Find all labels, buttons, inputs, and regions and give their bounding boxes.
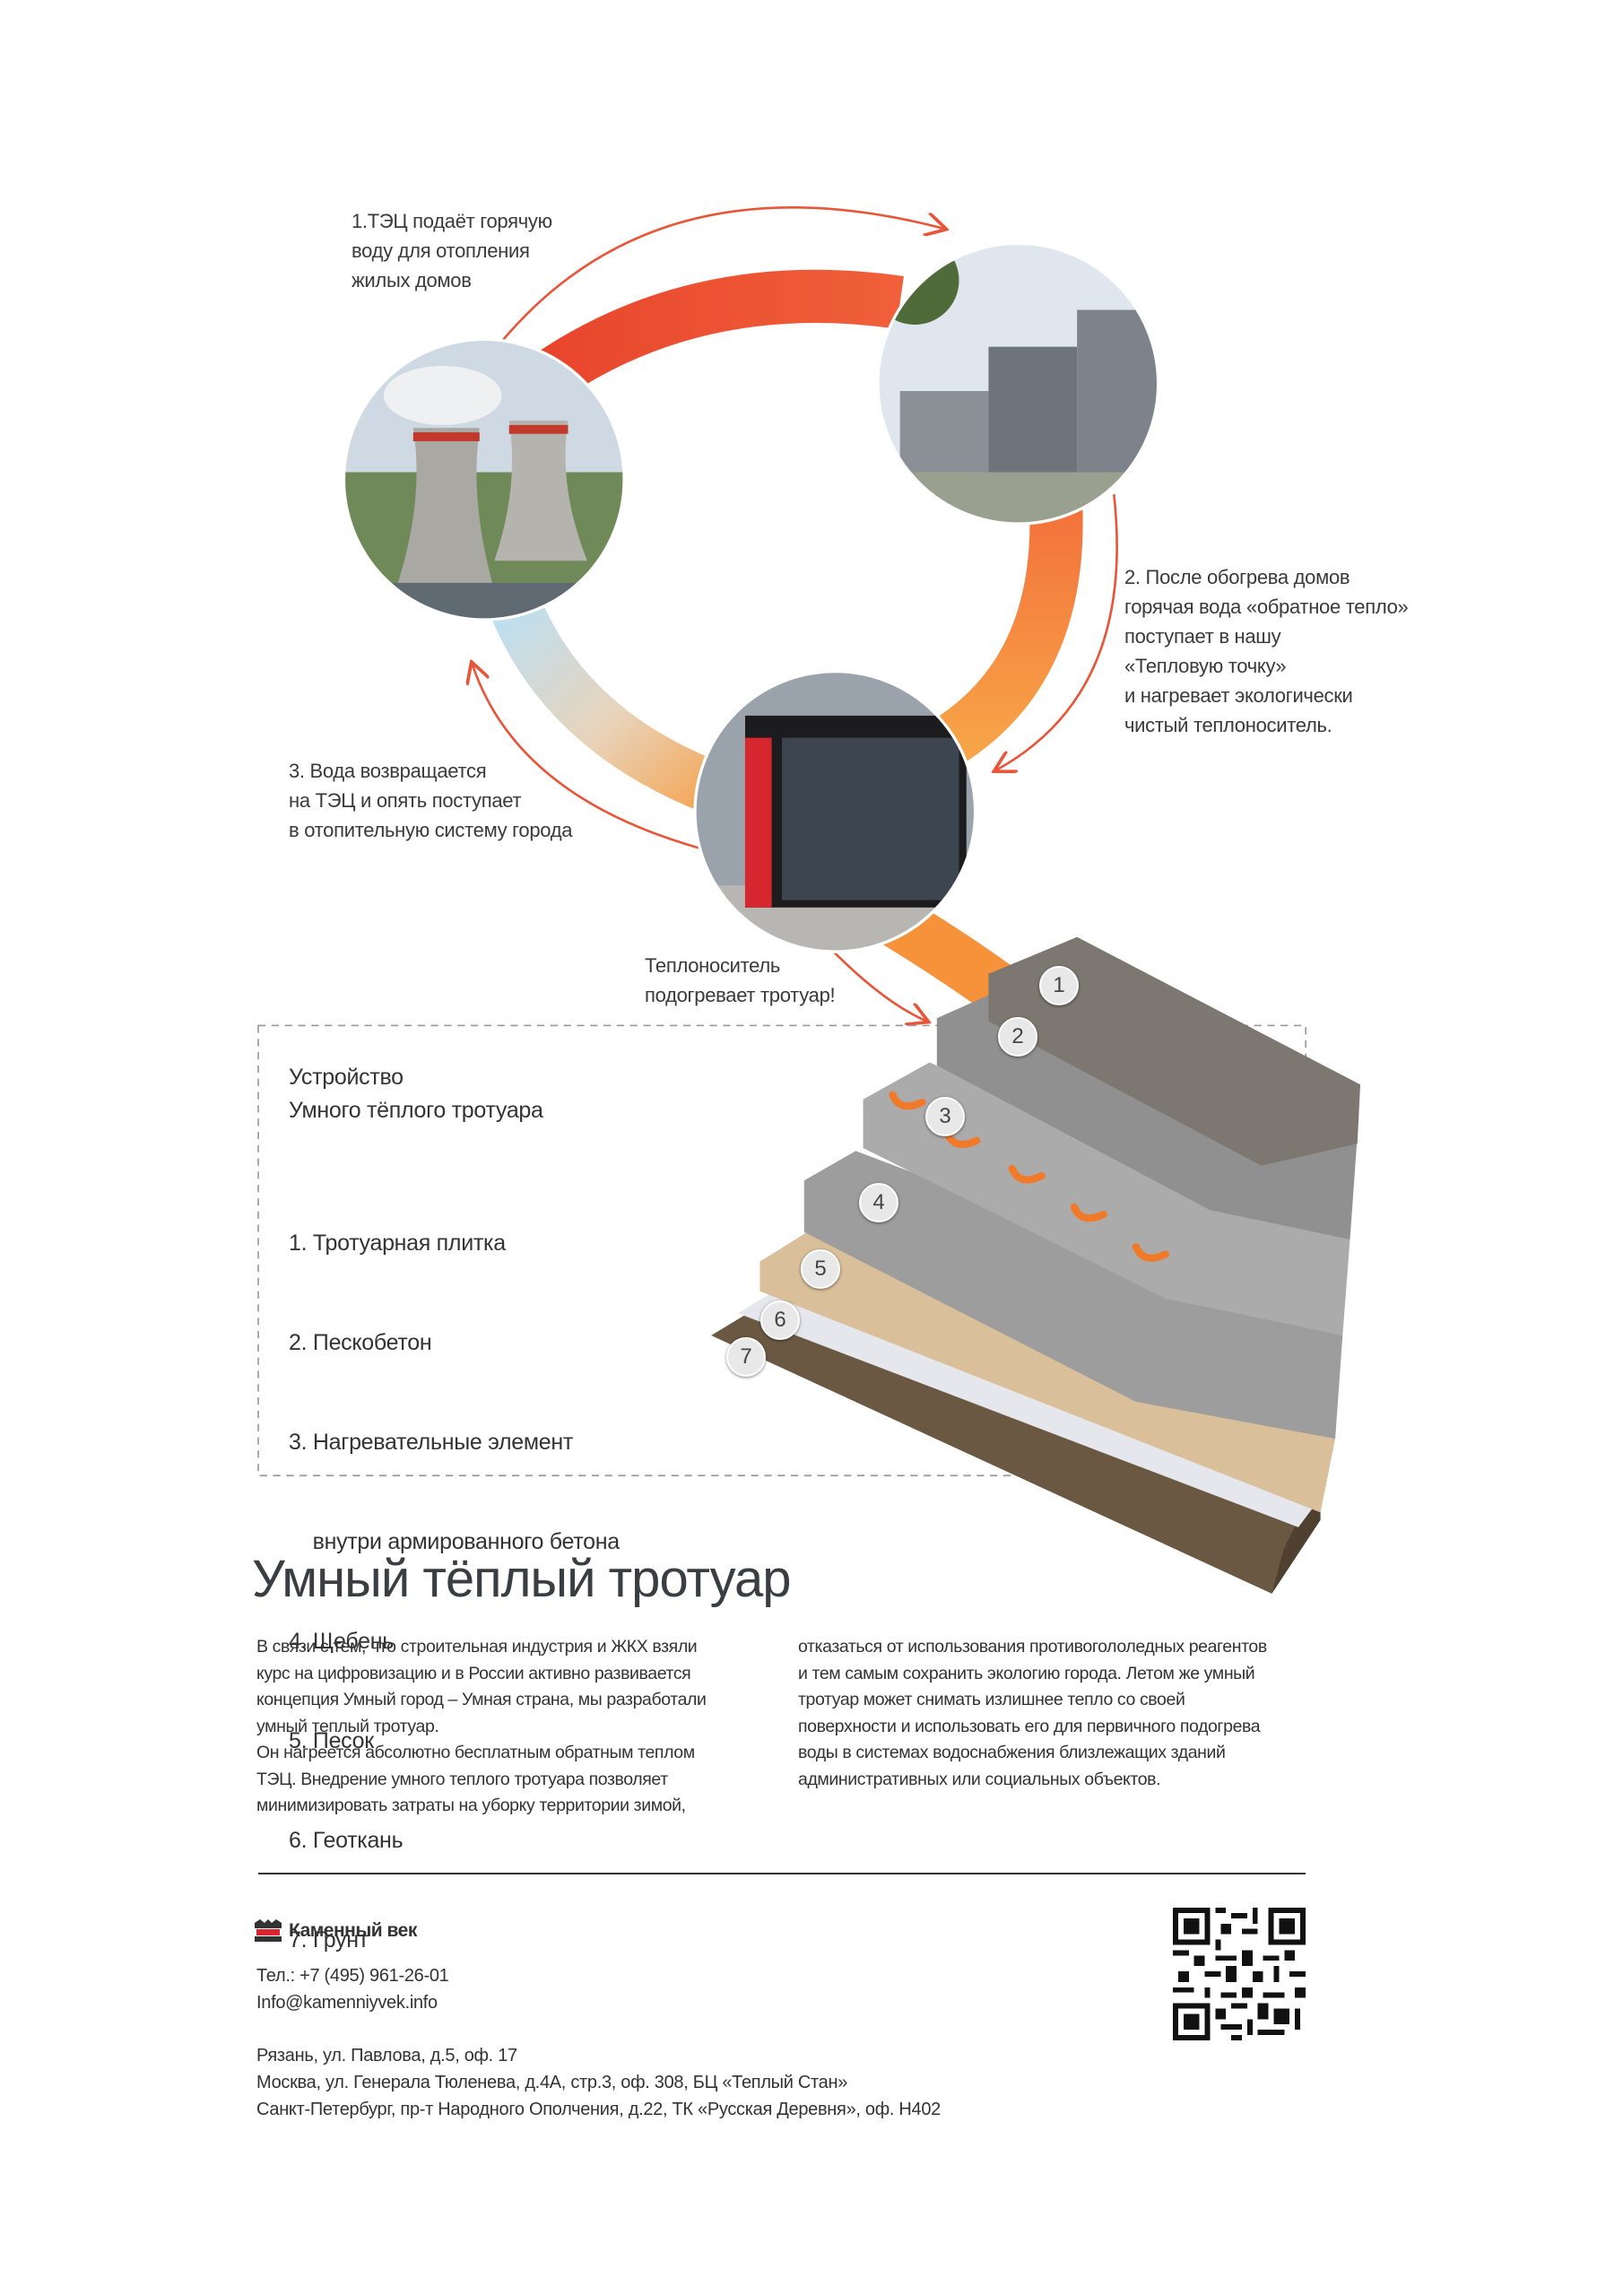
buildings-photo (878, 243, 1159, 525)
layer-item: 7. Грунт (289, 1927, 369, 1952)
caption-line: Теплоноситель (645, 954, 781, 977)
layer-item: 3. Нагревательные элемент (289, 1430, 574, 1455)
layer-item: внутри армированного бетона (289, 1529, 621, 1554)
caption-line: поступает в нашу (1124, 625, 1281, 648)
step4-caption: Теплоноситель подогревает тротуар! (645, 951, 836, 1010)
addresses: Рязань, ул. Павлова, д.5, оф. 17 Москва,… (256, 2042, 941, 2123)
chp-photo (343, 339, 625, 621)
company-logo: Каменный век (253, 1919, 417, 1943)
caption-line: 2. После обогрева домов (1124, 566, 1350, 588)
layer-badge: 1 (1039, 966, 1079, 1005)
layer-badge: 2 (998, 1017, 1037, 1057)
step1-caption: 1.ТЭЦ подаёт горячую воду для отопления … (352, 206, 552, 295)
article-column-2: отказаться от использования противоголол… (798, 1634, 1267, 1793)
device-title-line: Умного тёплого тротуара (289, 1098, 543, 1123)
layer-item: 5. Песок (289, 1728, 374, 1753)
body-line: поверхности и использовать его для перви… (798, 1716, 1261, 1736)
pavement-layers (711, 936, 1361, 1594)
body-line: тротуар может снимать излишнее тепло со … (798, 1690, 1185, 1709)
caption-line: 1.ТЭЦ подаёт горячую (352, 210, 552, 232)
layer-badge: 5 (801, 1249, 840, 1289)
step3-caption: 3. Вода возвращается на ТЭЦ и опять пост… (289, 756, 572, 845)
email-link[interactable]: Info@kamenniyvek.info (256, 1993, 438, 2013)
address: Рязань, ул. Павлова, д.5, оф. 17 (256, 2046, 517, 2066)
ring-segment-return (916, 484, 1083, 777)
caption-line: 3. Вода возвращается (289, 760, 487, 782)
heat-point-kiosk-photo (695, 671, 976, 952)
caption-line: жилых домов (352, 269, 472, 291)
body-line: Он нагреется абсолютно бесплатным обратн… (256, 1743, 695, 1762)
caption-line: на ТЭЦ и опять поступает (289, 789, 522, 812)
layer-list: 1. Тротуарная плитка 2. Пескобетон 3. На… (289, 1161, 620, 1990)
address: Санкт-Петербург, пр-т Народного Ополчени… (256, 2100, 942, 2119)
caption-line: в отопительную систему города (289, 819, 573, 841)
body-line: отказаться от использования противоголол… (798, 1637, 1267, 1657)
layer-badge: 6 (760, 1300, 800, 1340)
logo-text: Каменный век (289, 1920, 417, 1941)
layer-badge: 7 (726, 1337, 766, 1377)
phone[interactable]: Тел.: +7 (495) 961-26-01 (256, 1966, 449, 1986)
arrow-cold (473, 664, 701, 850)
caption-line: подогревает тротуар! (645, 984, 836, 1006)
device-title: Устройство Умного тёплого тротуара (289, 1061, 543, 1127)
contacts: Тел.: +7 (495) 961-26-01 Info@kamenniyve… (256, 1962, 449, 2016)
body-line: умный теплый тротуар. (256, 1716, 439, 1736)
layer-item: 1. Тротуарная плитка (289, 1231, 506, 1256)
body-line: минимизировать затраты на уборку террито… (256, 1796, 686, 1815)
ring-segment-hot (523, 269, 904, 405)
address: Москва, ул. Генерала Тюленева, д.4А, стр… (256, 2073, 848, 2092)
article-column-1: В связи с тем, что строительная индустри… (256, 1634, 707, 1820)
caption-line: и нагревает экологически (1124, 684, 1353, 707)
layer-item: 6. Геоткань (289, 1828, 404, 1853)
caption-line: горячая вода «обратное тепло» (1124, 596, 1409, 618)
caption-line: воду для отопления (352, 239, 530, 262)
layer-badge: 3 (925, 1097, 965, 1136)
arrow-return (996, 494, 1118, 770)
logo-icon (255, 1919, 282, 1942)
caption-line: «Тепловую точку» (1124, 655, 1287, 677)
body-line: и тем самым сохранить экологию города. Л… (798, 1663, 1255, 1683)
layer-item: 2. Пескобетон (289, 1330, 432, 1355)
device-box (257, 1024, 1306, 1477)
step2-caption: 2. После обогрева домов горячая вода «об… (1124, 562, 1409, 740)
caption-line: чистый теплоноситель. (1124, 714, 1332, 736)
layer-badge: 4 (859, 1183, 898, 1222)
arrow-hot (473, 206, 944, 378)
device-title-line: Устройство (289, 1065, 404, 1090)
qr-code[interactable] (1173, 1908, 1306, 2040)
arrow-pavement (832, 951, 927, 1021)
article-title: Умный тёплый тротуар (252, 1550, 791, 1608)
body-line: ТЭЦ. Внедрение умного теплого тротуара п… (256, 1769, 668, 1789)
body-line: В связи с тем, что строительная индустри… (256, 1637, 698, 1657)
ring-segment-cold (483, 580, 747, 822)
layer-item: 4. Щебень (289, 1629, 394, 1654)
body-line: курс на цифровизацию и в России активно … (256, 1663, 691, 1683)
body-line: воды в системах водоснабжения близлежащи… (798, 1743, 1226, 1762)
body-line: концепция Умный город – Умная страна, мы… (256, 1690, 707, 1709)
body-line: административных или социальных объектов… (798, 1769, 1161, 1789)
footer-divider (258, 1873, 1306, 1874)
